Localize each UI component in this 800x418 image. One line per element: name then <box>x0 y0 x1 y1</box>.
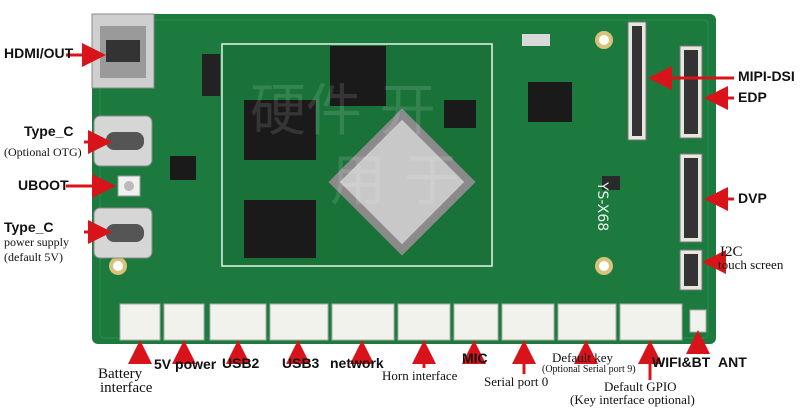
default-key-connector <box>557 303 617 341</box>
label-edp: EDP <box>738 89 767 105</box>
label-typec-otg-sub: (Optional OTG) <box>4 145 82 159</box>
usb3-connector <box>269 303 329 341</box>
ic <box>602 176 620 190</box>
label-battery-1: Battery <box>98 366 143 382</box>
network-connector <box>331 303 395 341</box>
power-5v-connector <box>163 303 205 341</box>
label-typec-power-sub2: (default 5V) <box>4 250 63 264</box>
mic-connector <box>453 303 499 341</box>
label-serial0: Serial port 0 <box>484 374 549 389</box>
ic <box>170 156 196 180</box>
label-typec-otg: Type_C <box>24 123 74 139</box>
ant-connector <box>689 309 707 333</box>
label-default-key-sub: (Optional Serial port 9) <box>542 364 636 375</box>
label-i2c-sub: touch screen <box>718 257 784 272</box>
battery-connector <box>119 303 161 341</box>
usb2-connector <box>209 303 267 341</box>
label-default-gpio: Default GPIO <box>604 379 677 394</box>
memory-chip <box>330 46 386 106</box>
label-usb2: USB2 <box>222 355 260 371</box>
label-typec-power-sub1: power supply <box>4 235 69 249</box>
svg-text:用 于: 用 于 <box>330 149 460 214</box>
serial0-connector <box>501 303 555 341</box>
label-horn: Horn interface <box>382 368 458 383</box>
label-5v-power: 5V power <box>154 356 217 372</box>
label-uboot: UBOOT <box>18 177 69 193</box>
label-mipi-dsi: MIPI-DSI <box>738 68 795 84</box>
watermark: 硬件 开 <box>250 79 436 144</box>
label-hdmi: HDMI/OUT <box>4 45 74 61</box>
label-mic: MIC <box>462 350 488 366</box>
label-ant: ANT <box>718 354 747 370</box>
label-default-key: Default key <box>552 350 614 365</box>
label-wifi-bt: WIFI&BT <box>652 354 711 370</box>
label-battery-2: interface <box>100 380 153 396</box>
label-usb3: USB3 <box>282 355 320 371</box>
ic <box>444 100 476 128</box>
ic <box>522 34 550 46</box>
label-network: network <box>330 355 384 371</box>
label-typec-power: Type_C <box>4 219 54 235</box>
label-i2c: I2C <box>720 244 743 260</box>
label-default-gpio-sub: (Key interface optional) <box>570 392 695 407</box>
board-model: YS-X68 <box>594 181 610 231</box>
memory-chip <box>244 100 316 160</box>
horn-connector <box>397 303 451 341</box>
memory-chip <box>244 200 316 258</box>
label-dvp: DVP <box>738 190 767 206</box>
gpio-connector <box>619 303 683 341</box>
pmic-chip <box>528 82 572 122</box>
